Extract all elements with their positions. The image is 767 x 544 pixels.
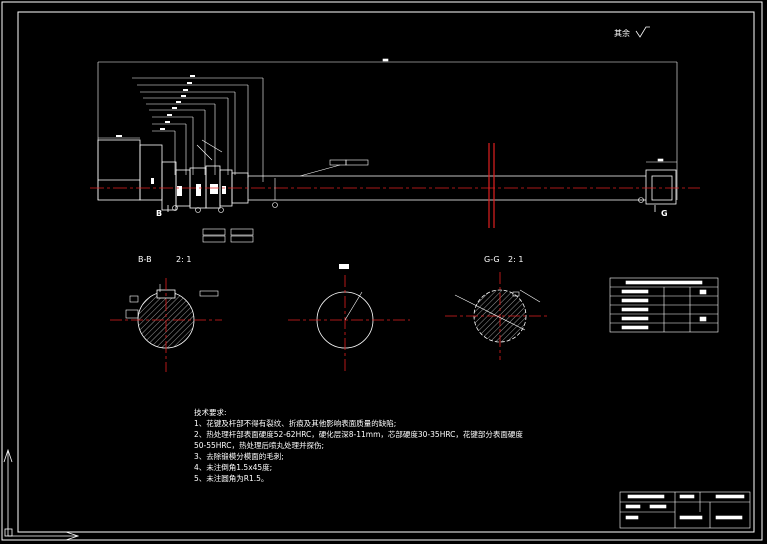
datum-markers <box>172 178 644 213</box>
shaft-main-view <box>97 139 677 211</box>
tolerance-frames <box>196 139 369 243</box>
section-bb-title: B-B <box>138 255 152 264</box>
inner-frame <box>17 11 755 533</box>
dimension-values <box>116 75 195 137</box>
tech-requirements-title: 技术要求: <box>194 408 227 417</box>
tech-requirement-2-cont: 50-55HRC，热处理后喷丸处理并探伤; <box>194 441 325 450</box>
break-lines <box>488 143 495 228</box>
tech-requirement-1: 1、花键及杆部不得有裂纹、折痕及其他影响表面质量的缺陷; <box>194 419 397 428</box>
section-mark-g: G <box>661 209 668 218</box>
shaft-features <box>151 178 226 196</box>
tech-requirements: 技术要求: 1、花键及杆部不得有裂纹、折痕及其他影响表面质量的缺陷; 2、热处理… <box>194 407 523 484</box>
section-center <box>288 264 410 372</box>
spline-parameter-table <box>609 277 719 333</box>
dimension-lines <box>97 58 678 200</box>
tech-requirement-4: 4、未注倒角1.5x45度; <box>194 463 273 472</box>
section-gg <box>445 272 548 360</box>
section-bb <box>110 278 222 372</box>
section-gg-title: G-G <box>484 255 500 264</box>
roughness-symbol-icon <box>635 26 650 38</box>
tech-requirement-2: 2、热处理杆部表面硬度52-62HRC，硬化层深8-11mm，芯部硬度30-35… <box>194 430 523 439</box>
tech-requirement-3: 3、去除锻模分模面的毛刺; <box>194 452 284 461</box>
title-block <box>619 491 751 529</box>
section-gg-scale: 2: 1 <box>508 255 523 264</box>
section-mark-b: B <box>156 209 162 218</box>
section-bb-scale: 2: 1 <box>176 255 191 264</box>
ucs-axes-icon <box>3 448 80 541</box>
roughness-label: 其余 <box>614 28 630 38</box>
tech-requirement-5: 5、未注圆角为R1.5。 <box>194 474 269 483</box>
